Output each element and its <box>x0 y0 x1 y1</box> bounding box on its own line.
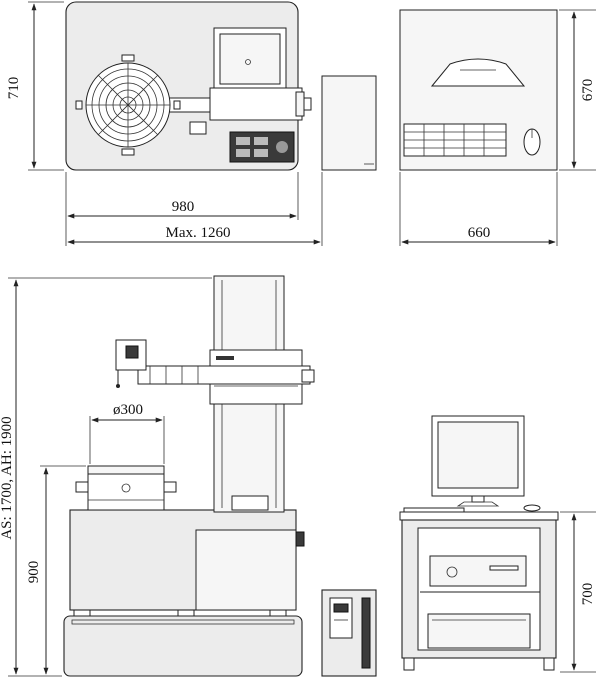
printer <box>427 613 531 649</box>
pc-unit <box>429 555 527 587</box>
monitor-base-top <box>430 58 526 87</box>
arm <box>137 365 311 385</box>
desk-top-view <box>399 9 558 171</box>
desk-depth-label: 670 <box>580 79 596 102</box>
table-height-label: 900 <box>26 561 42 584</box>
overall-height-label: AS: 1700, AH: 1900 <box>0 416 15 539</box>
display-small-top <box>189 121 207 135</box>
machine-front-view <box>63 275 315 677</box>
controller-box-top <box>321 75 377 171</box>
table-diameter-label: ø300 <box>113 402 143 418</box>
controller-box-front <box>321 589 377 677</box>
front-view-dimensions: AS: 1700, AH: 1900 900 ø300 <box>0 277 212 677</box>
desk-height-label: 700 <box>580 583 596 606</box>
desk-top-plate <box>399 511 559 521</box>
base-platform <box>63 615 303 677</box>
slider-block-top <box>209 87 303 121</box>
desk-front-dimensions: 700 <box>560 511 596 673</box>
rotary-table-top <box>75 54 181 156</box>
desk-top-dimensions: 670 660 <box>399 9 596 246</box>
desk-front-view <box>399 415 559 671</box>
max-width-label: Max. 1260 <box>166 225 231 241</box>
machine-depth-label: 710 <box>6 77 22 100</box>
machine-width-label: 980 <box>172 199 195 215</box>
machine-top-view <box>65 1 312 171</box>
top-view-dimensions: 710 980 Max. 1260 <box>6 1 323 246</box>
desk-width-label: 660 <box>468 225 491 241</box>
